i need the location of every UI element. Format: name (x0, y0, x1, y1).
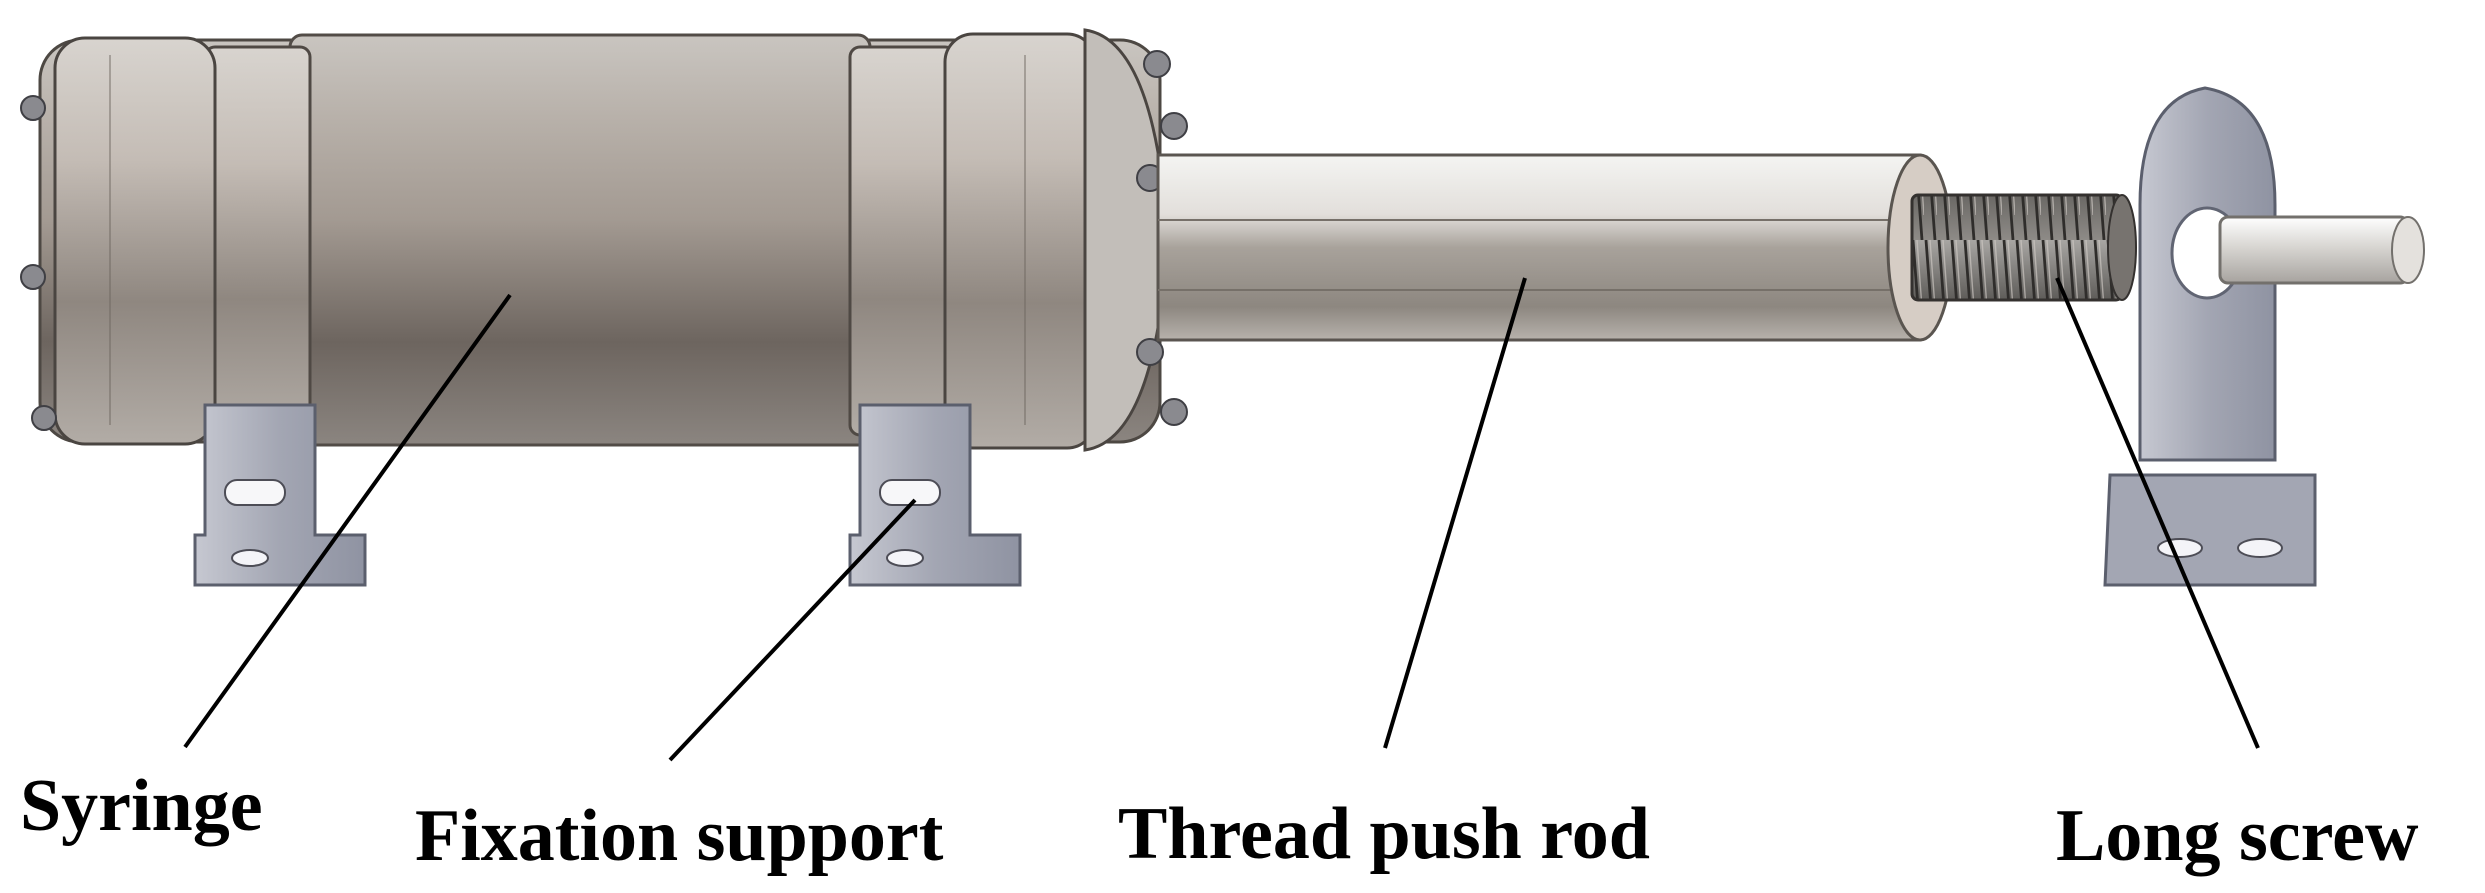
flange-bolts (20, 50, 1188, 431)
callout-labels: Syringe Fixation support Thread push rod… (20, 765, 2419, 877)
callout-line-thread-push-rod (1383, 277, 1527, 749)
syringe-body (38, 28, 1170, 452)
output-shaft (2218, 215, 2425, 285)
thread-push-rod (1156, 153, 1954, 342)
callout-line-syringe (183, 293, 512, 749)
label-thread-push-rod: Thread push rod (1118, 793, 1650, 875)
fixation-bracket-left (193, 403, 367, 587)
label-fixation-support: Fixation support (415, 795, 944, 877)
label-long-screw: Long screw (2056, 795, 2419, 877)
callout-line-long-screw (2055, 277, 2260, 749)
fixation-bracket-right (848, 403, 1022, 587)
end-support-bracket (2103, 86, 2317, 587)
label-syringe: Syringe (20, 765, 263, 847)
long-screw (1910, 193, 2137, 302)
callout-lines (183, 277, 2260, 762)
callout-line-fixation-support (668, 498, 917, 762)
